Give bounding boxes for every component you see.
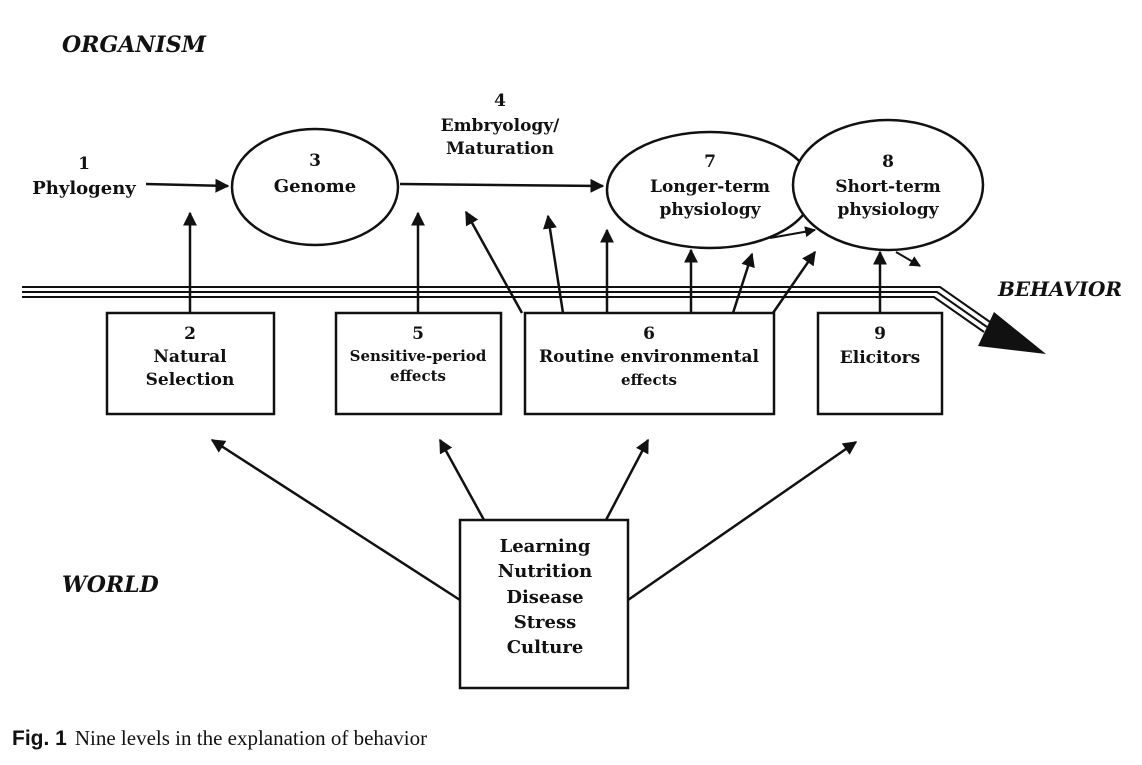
arrow-world-to-sensitive-period xyxy=(438,438,486,521)
figure-caption: Fig. 1 Nine levels in the explanation of … xyxy=(12,726,427,751)
sensitive-period-line-2: effects xyxy=(390,367,446,385)
caption-text: Nine levels in the explanation of behavi… xyxy=(74,726,428,750)
caption-number: Fig. 1 xyxy=(12,727,67,750)
natural-selection-number: 2 xyxy=(184,324,196,344)
arrow-phylogeny-to-genome xyxy=(145,178,230,193)
node-short-term-physiology: 8 Short-term physiology xyxy=(791,118,985,252)
arrow-routine-to-embryology-b xyxy=(543,214,565,314)
arrow-world-to-routine-env xyxy=(604,438,650,521)
embryology-line-2: Maturation xyxy=(446,139,554,159)
world-factor-learning: Learning xyxy=(500,536,591,557)
node-genome: 3 Genome xyxy=(230,127,400,247)
behavior-arrowhead xyxy=(978,312,1046,354)
organism-label: ORGANISM xyxy=(62,32,207,58)
arrow-genome-to-longer-term xyxy=(399,178,605,193)
arrow-short-term-loop-small xyxy=(895,251,921,267)
behavior-label: BEHAVIOR xyxy=(997,277,1122,301)
short-term-number: 8 xyxy=(882,152,894,172)
arrow-world-to-natural-selection xyxy=(210,438,461,602)
genome-number: 3 xyxy=(309,151,321,171)
node-sensitive-period: 5 Sensitive-period effects xyxy=(334,311,503,416)
world-factor-stress: Stress xyxy=(514,612,577,633)
embryology-line-1: Embryology/ xyxy=(441,116,561,136)
world-factor-nutrition: Nutrition xyxy=(498,561,592,582)
arrow-world-to-elicitors xyxy=(627,440,858,602)
arrow-longer-to-short-small xyxy=(769,226,817,239)
natural-selection-line-2: Selection xyxy=(146,370,235,390)
node-natural-selection: 2 Natural Selection xyxy=(105,311,276,416)
phylogeny-label: Phylogeny xyxy=(32,178,136,199)
world-factor-disease: Disease xyxy=(506,587,583,608)
short-term-line-1: Short-term xyxy=(835,177,940,197)
sensitive-period-line-1: Sensitive-period xyxy=(350,347,487,365)
genome-label: Genome xyxy=(274,176,356,197)
longer-term-line-1: Longer-term xyxy=(650,177,770,197)
longer-term-line-2: physiology xyxy=(659,200,761,220)
elicitors-label: Elicitors xyxy=(840,348,920,368)
routine-env-line-2: effects xyxy=(621,371,677,389)
phylogeny-number: 1 xyxy=(78,154,90,174)
routine-env-line-1: Routine environmental xyxy=(539,347,759,367)
longer-term-number: 7 xyxy=(704,152,716,172)
behavior-boundary-line xyxy=(22,286,991,333)
world-factor-culture: Culture xyxy=(507,637,584,658)
elicitors-number: 9 xyxy=(874,324,886,344)
node-elicitors: 9 Elicitors xyxy=(816,311,944,416)
node-routine-environmental: 6 Routine environmental effects xyxy=(523,311,776,416)
node-phylogeny: 1 Phylogeny xyxy=(32,154,136,199)
embryology-number: 4 xyxy=(494,91,506,111)
world-label: WORLD xyxy=(62,572,159,598)
world-factors-box: Learning Nutrition Disease Stress Cultur… xyxy=(458,518,630,690)
node-embryology: 4 Embryology/ Maturation xyxy=(441,91,561,159)
arrow-routine-to-short-term xyxy=(771,250,817,314)
arrow-routine-to-longer-term-c xyxy=(731,252,755,314)
sensitive-period-number: 5 xyxy=(412,324,424,344)
natural-selection-line-1: Natural xyxy=(153,347,227,367)
short-term-line-2: physiology xyxy=(837,200,939,220)
arrow-routine-to-embryology-a xyxy=(464,210,524,314)
node-longer-term-physiology: 7 Longer-term physiology xyxy=(605,130,815,250)
routine-env-number: 6 xyxy=(643,324,655,344)
